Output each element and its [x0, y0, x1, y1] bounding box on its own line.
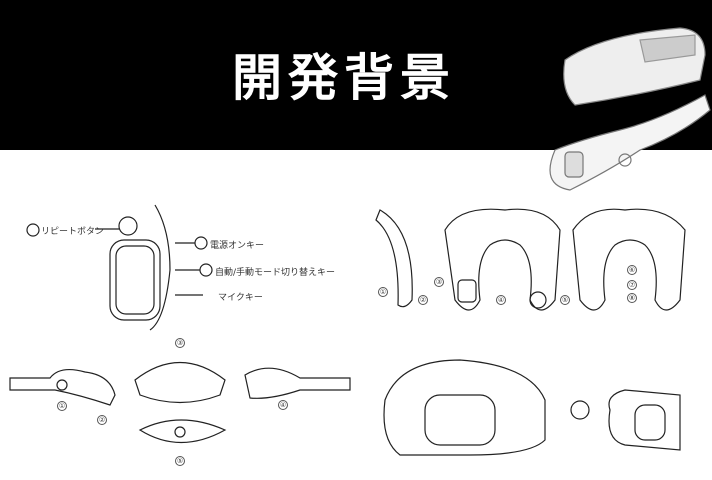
callout-6: ⑥	[627, 265, 637, 275]
page-title: 開発背景	[232, 49, 456, 107]
callout-1b: ①	[378, 287, 388, 297]
callout-2b: ②	[418, 295, 428, 305]
callout-2: ②	[97, 415, 107, 425]
repeat-button-label: リピートボタン	[41, 227, 105, 237]
callout-4: ④	[278, 400, 288, 410]
side-button-diagram	[26, 204, 213, 331]
mode-key-label: 自動/手動モード切り替えキー	[215, 268, 336, 278]
orientation-views	[9, 362, 351, 444]
callout-3: ③	[175, 338, 185, 348]
callout-4b: ④	[496, 295, 506, 305]
callout-3b: ③	[434, 277, 444, 287]
mic-key-label: マイクキー	[218, 293, 263, 303]
callout-5: ⑤	[175, 456, 185, 466]
callout-7: ⑦	[627, 280, 637, 290]
case-diagram	[383, 359, 681, 456]
callout-8: ⑧	[627, 293, 637, 303]
product-photo-headband	[549, 27, 711, 191]
callout-5b: ⑤	[560, 295, 570, 305]
callout-1: ①	[57, 401, 67, 411]
power-key-label: 電源オンキー	[210, 241, 265, 251]
neckband-views	[375, 208, 686, 311]
